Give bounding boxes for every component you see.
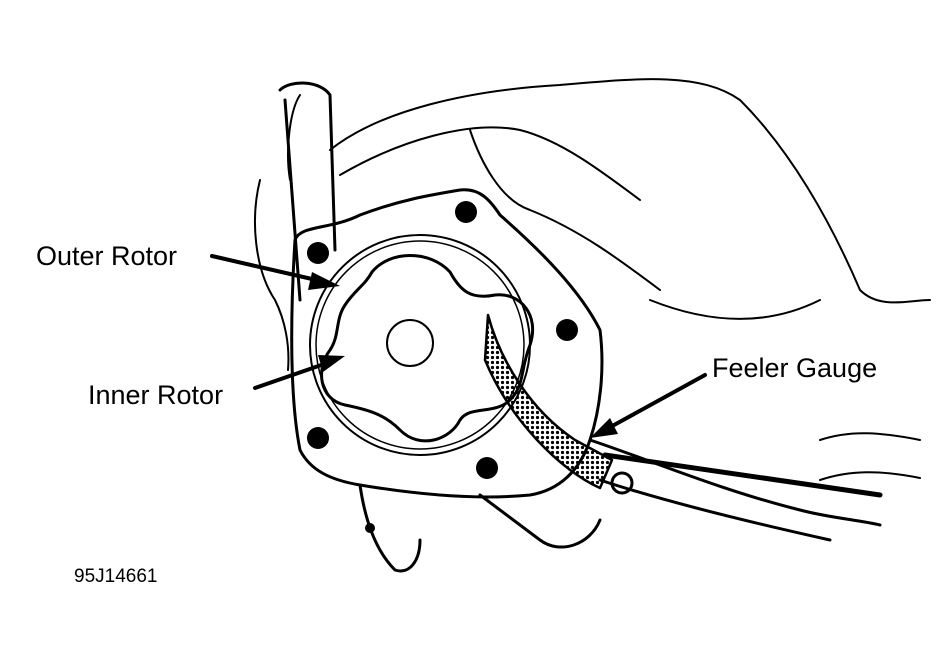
feeler-gauge-arrowhead (590, 418, 618, 438)
feeler-gauge-label: Feeler Gauge (712, 353, 878, 383)
inner-rotor-arrowhead (318, 355, 345, 372)
rotor-shaft-hole (386, 319, 434, 367)
outer-rotor-arrowhead (308, 272, 340, 290)
inner-rotor-shape (320, 254, 535, 443)
outer-rotor-label: Outer Rotor (36, 241, 178, 271)
feeler-gauge-handle (602, 452, 883, 498)
figure-id: 95J14661 (74, 566, 158, 587)
hand-outline (254, 78, 931, 481)
callout-arrows (210, 254, 707, 432)
inner-rotor-arrow (253, 360, 332, 390)
inner-rotor-label: Inner Rotor (88, 380, 224, 410)
outer-rotor-rim (315, 240, 525, 450)
bolt-holes (307, 201, 578, 533)
arrowheads (308, 272, 618, 438)
pump-housing (278, 81, 882, 573)
outer-rotor-arrow (210, 254, 327, 284)
feeler-gauge-arrow (603, 373, 707, 432)
feeler-gauge-blade (483, 313, 614, 490)
feeler-gauge-pivot (610, 471, 634, 495)
